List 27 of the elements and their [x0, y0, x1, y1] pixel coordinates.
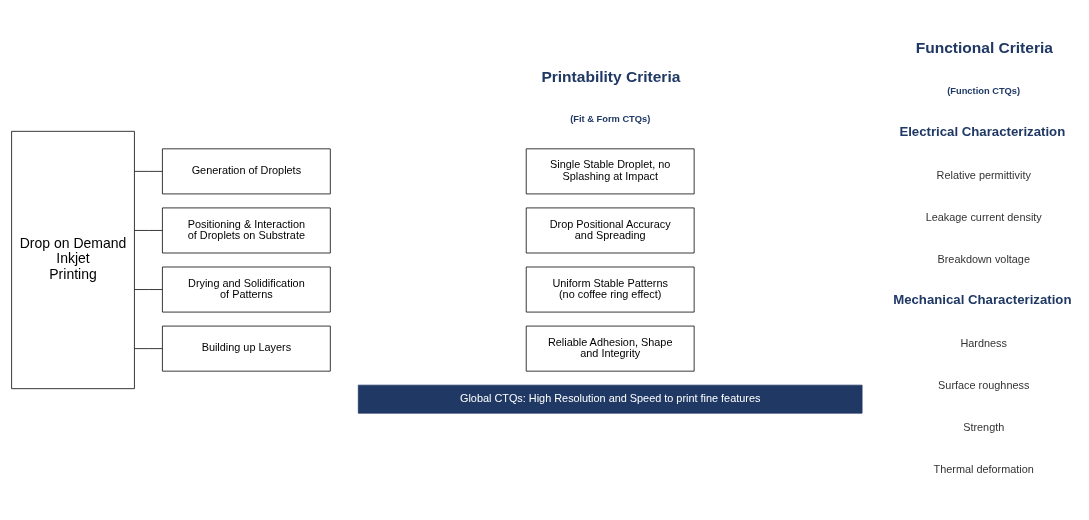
connector: [134, 348, 163, 349]
connector: [134, 289, 163, 290]
label: (Function CTQs): [947, 85, 1021, 96]
label: Breakdown voltage: [937, 252, 1030, 265]
node-box: Drying and Solidification of Patterns: [162, 266, 331, 313]
label: Relative permittivity: [936, 168, 1031, 181]
node-box: Drop on Demand Inkjet Printing: [11, 130, 135, 390]
node-box: Generation of Droplets: [162, 148, 331, 195]
label: (Fit & Form CTQs): [570, 114, 651, 125]
node-box: Uniform Stable Patterns (no coffee ring effect): [525, 266, 695, 313]
node-box: Drop Positional Accuracy and Spreading: [525, 207, 695, 254]
node-box: Single Stable Droplet, no Splashing at Impact: [525, 148, 695, 195]
label: Surface roughness: [938, 378, 1030, 391]
node-box: Positioning & Interaction of Droplets on Substrate: [162, 207, 331, 254]
label: Electrical Characterization: [899, 124, 1066, 140]
connector: [134, 171, 163, 172]
label: Hardness: [960, 336, 1007, 349]
label: Mechanical Characterization: [893, 292, 1072, 308]
label: Functional Criteria: [915, 39, 1053, 57]
node-box: Reliable Adhesion, Shape and Integrity: [525, 325, 695, 372]
label: Strength: [963, 420, 1005, 433]
node-box: Global CTQs: High Resolution and Speed to print fine features: [357, 384, 863, 414]
connector: [134, 230, 163, 231]
label: Printability Criteria: [541, 67, 681, 85]
node-box: Building up Layers: [162, 325, 331, 372]
label: Thermal deformation: [933, 462, 1034, 475]
label: Leakage current density: [925, 210, 1042, 223]
